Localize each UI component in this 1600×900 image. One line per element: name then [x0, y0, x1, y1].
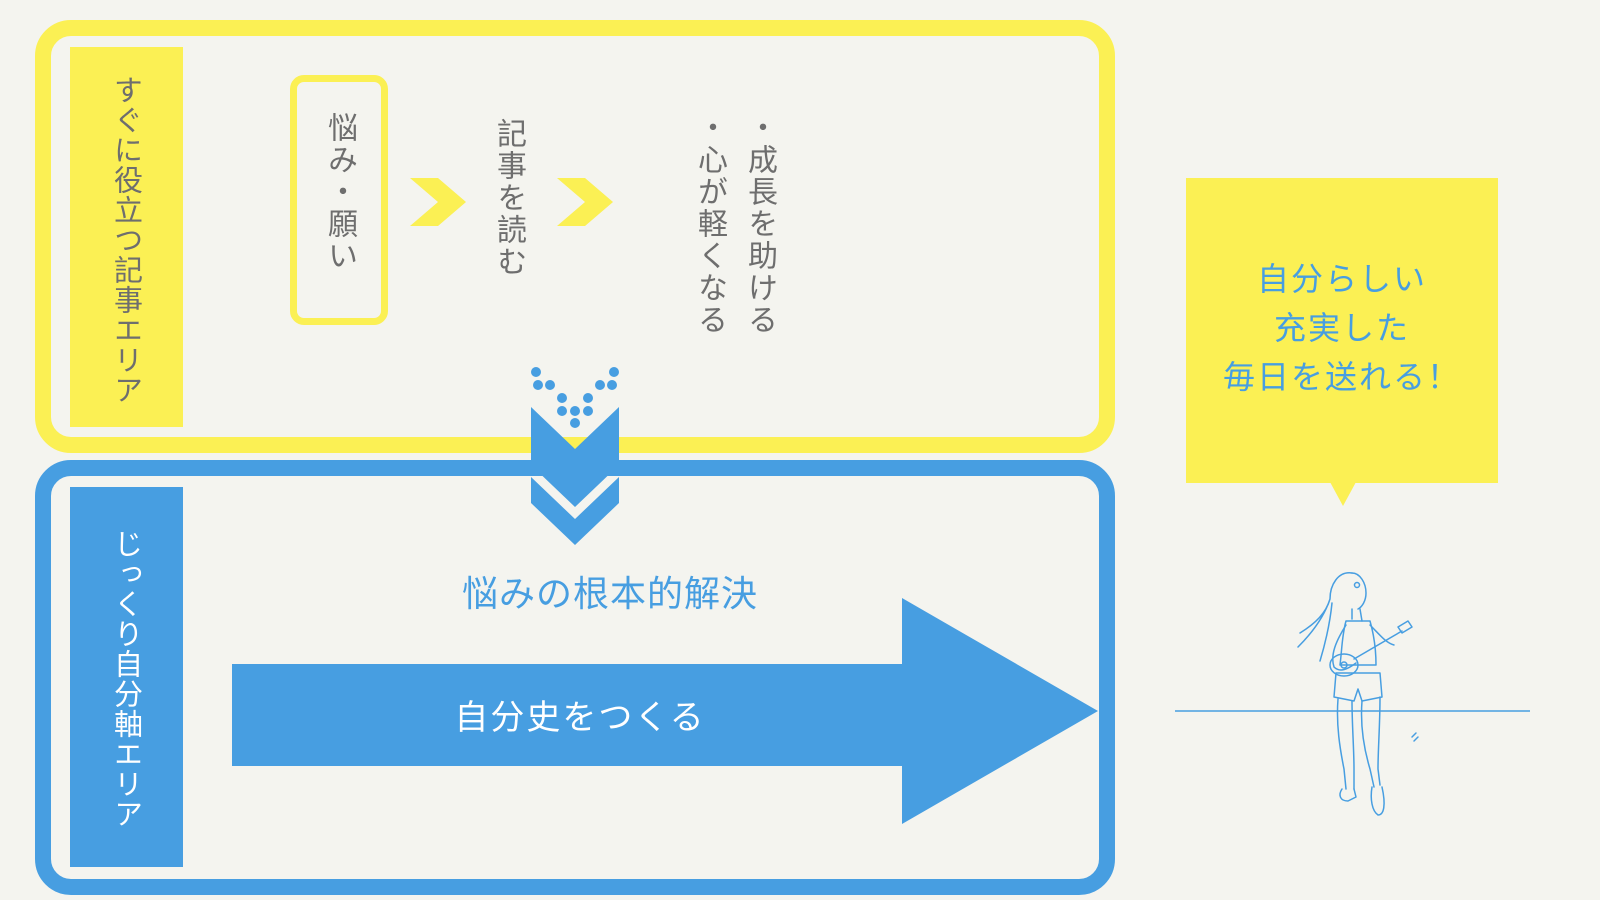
woman-ukulele-illustration — [1297, 572, 1419, 816]
speech-bubble-text: 自分らしい 充実した 毎日を送れる！ — [1186, 255, 1498, 402]
speech-line: 自分らしい — [1256, 260, 1427, 298]
top-area-label-bar: すぐに役立つ記事エリア — [70, 47, 183, 427]
speech-line: 充実した — [1273, 309, 1410, 347]
arrow-label: 自分史をつくる — [454, 698, 706, 738]
speech-bubble-tail — [1330, 482, 1356, 506]
speech-line: 毎日を送れる！ — [1222, 358, 1461, 396]
big-arrow — [232, 598, 1098, 824]
benefits-list: ・成長を助ける ・心が軽くなる — [684, 112, 784, 352]
top-area-label: すぐに役立つ記事エリア — [109, 75, 144, 405]
bottom-area-label: じっくり自分軸エリア — [109, 529, 144, 829]
chevron-right-icon — [410, 178, 466, 226]
read-article-step: 記事を読む — [484, 118, 532, 318]
read-article-text: 記事を読む — [491, 118, 526, 278]
speech-bubble — [1186, 178, 1498, 483]
worry-text: 悩み・願い — [322, 112, 357, 272]
bottom-area-label-bar: じっくり自分軸エリア — [70, 487, 183, 867]
bottom-area-frame — [35, 460, 1115, 895]
top-area-frame — [35, 20, 1115, 453]
down-chevron-icon — [531, 367, 619, 545]
worry-box: 悩み・願い — [290, 75, 388, 325]
result-text: 悩みの根本的解決 — [461, 574, 758, 615]
benefit-item: ・成長を助ける — [742, 112, 777, 336]
benefit-item: ・心が軽くなる — [692, 112, 727, 336]
chevron-right-icon — [557, 178, 613, 226]
